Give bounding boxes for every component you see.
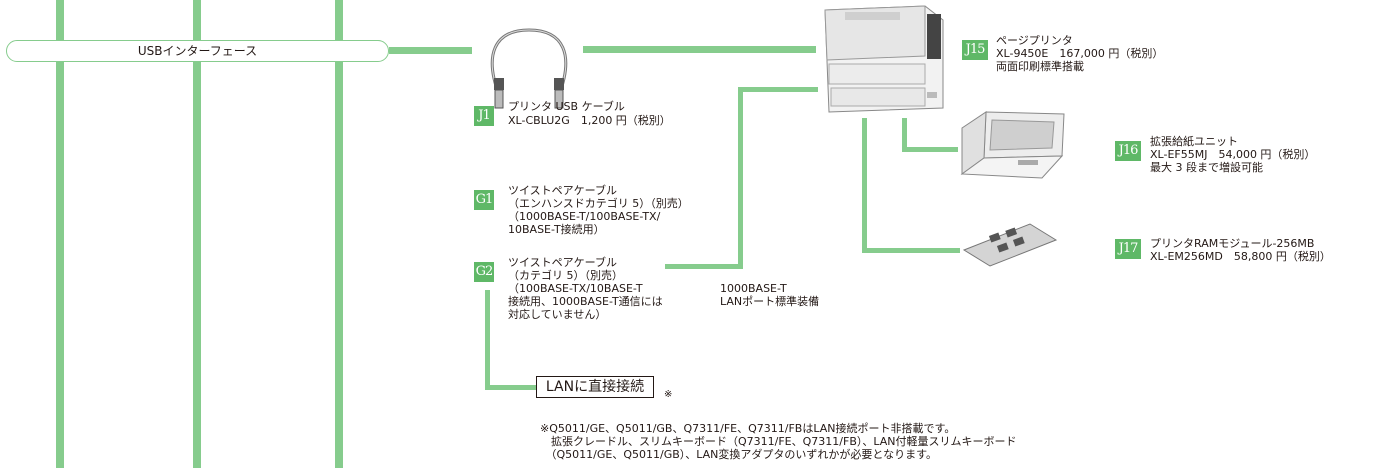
g2-line-4: 接続用、1000BASE-T通信には [508,295,663,308]
j16-model: XL-EF55MJ 54,000 円（税別） [1150,148,1316,161]
lan-direct-connector-h [485,385,536,390]
lan-direct-connector-v [485,290,490,390]
option-connector-j17-h [862,248,960,253]
j16-name: 拡張給紙ユニット [1150,135,1238,148]
lan-port-line-1: 1000BASE-T [720,282,787,295]
lan-direct-mark: ※ [664,389,673,400]
j1-name: プリンタ USB ケーブル [508,100,625,113]
badge-j17: J17 [1115,239,1141,259]
lan-direct-box: LANに直接接続 [536,376,654,398]
footnote-line-1: ※Q5011/GE、Q5011/GB、Q7311/FE、Q7311/FBはLAN… [540,422,956,435]
footnote-line-2: 拡張クレードル、スリムキーボード（Q7311/FE、Q7311/FB）、LAN付… [540,435,1017,448]
ram-module-image [962,223,1058,267]
lan-connector-h-top [738,87,818,92]
j15-model: XL-9450E 167,000 円（税別） [996,47,1164,60]
bus-line-2 [193,0,201,468]
footnote-line-3: （Q5011/GE、Q5011/GB）、LAN変換アダプタのいずれかが必要となり… [540,448,937,461]
g2-line-2: （カテゴリ 5）（別売） [508,269,623,282]
lan-connector-v [738,87,743,269]
usb-interface-label: USBインターフェース [137,44,258,58]
usb-interface-bar: USBインターフェース [6,40,389,62]
usb-connector-line-left [389,47,472,54]
paper-feed-unit-image [960,111,1065,179]
lan-port-line-2: LANポート標準装備 [720,295,820,308]
badge-j1: J1 [474,106,494,126]
j17-name: プリンタRAMモジュール-256MB [1150,237,1315,250]
option-connector-j17 [862,118,867,253]
badge-j16: J16 [1115,141,1141,161]
j15-note: 両面印刷標準搭載 [996,60,1084,73]
usb-connector-line-right [583,46,816,53]
j15-name: ページプリンタ [996,34,1073,47]
g1-line-2: （エンハンスドカテゴリ 5）（別売） [508,197,689,210]
lan-direct-label: LANに直接接続 [545,379,645,395]
lan-connector-h-bottom [665,264,743,269]
usb-cable-image [490,28,568,109]
badge-g2: G2 [474,262,494,282]
g2-line-3: （100BASE-TX/10BASE-T [508,282,643,295]
g1-line-1: ツイストペアケーブル [508,184,618,197]
g1-line-3: （1000BASE-T/100BASE-TX/ [508,210,661,223]
j1-model: XL-CBLU2G 1,200 円（税別） [508,114,671,127]
badge-j15: J15 [962,40,988,60]
j16-note: 最大 3 段まで増設可能 [1150,161,1263,174]
g2-line-1: ツイストペアケーブル [508,256,618,269]
badge-g1: G1 [474,190,494,210]
bus-line-1 [56,0,64,468]
j17-model: XL-EM256MD 58,800 円（税別） [1150,250,1331,263]
bus-line-3 [335,0,343,468]
option-connector-j16 [902,118,907,152]
g2-line-5: 対応していません） [508,308,607,321]
g1-line-4: 10BASE-T接続用） [508,223,605,236]
option-connector-j16-h [902,147,958,152]
printer-image [824,5,944,113]
